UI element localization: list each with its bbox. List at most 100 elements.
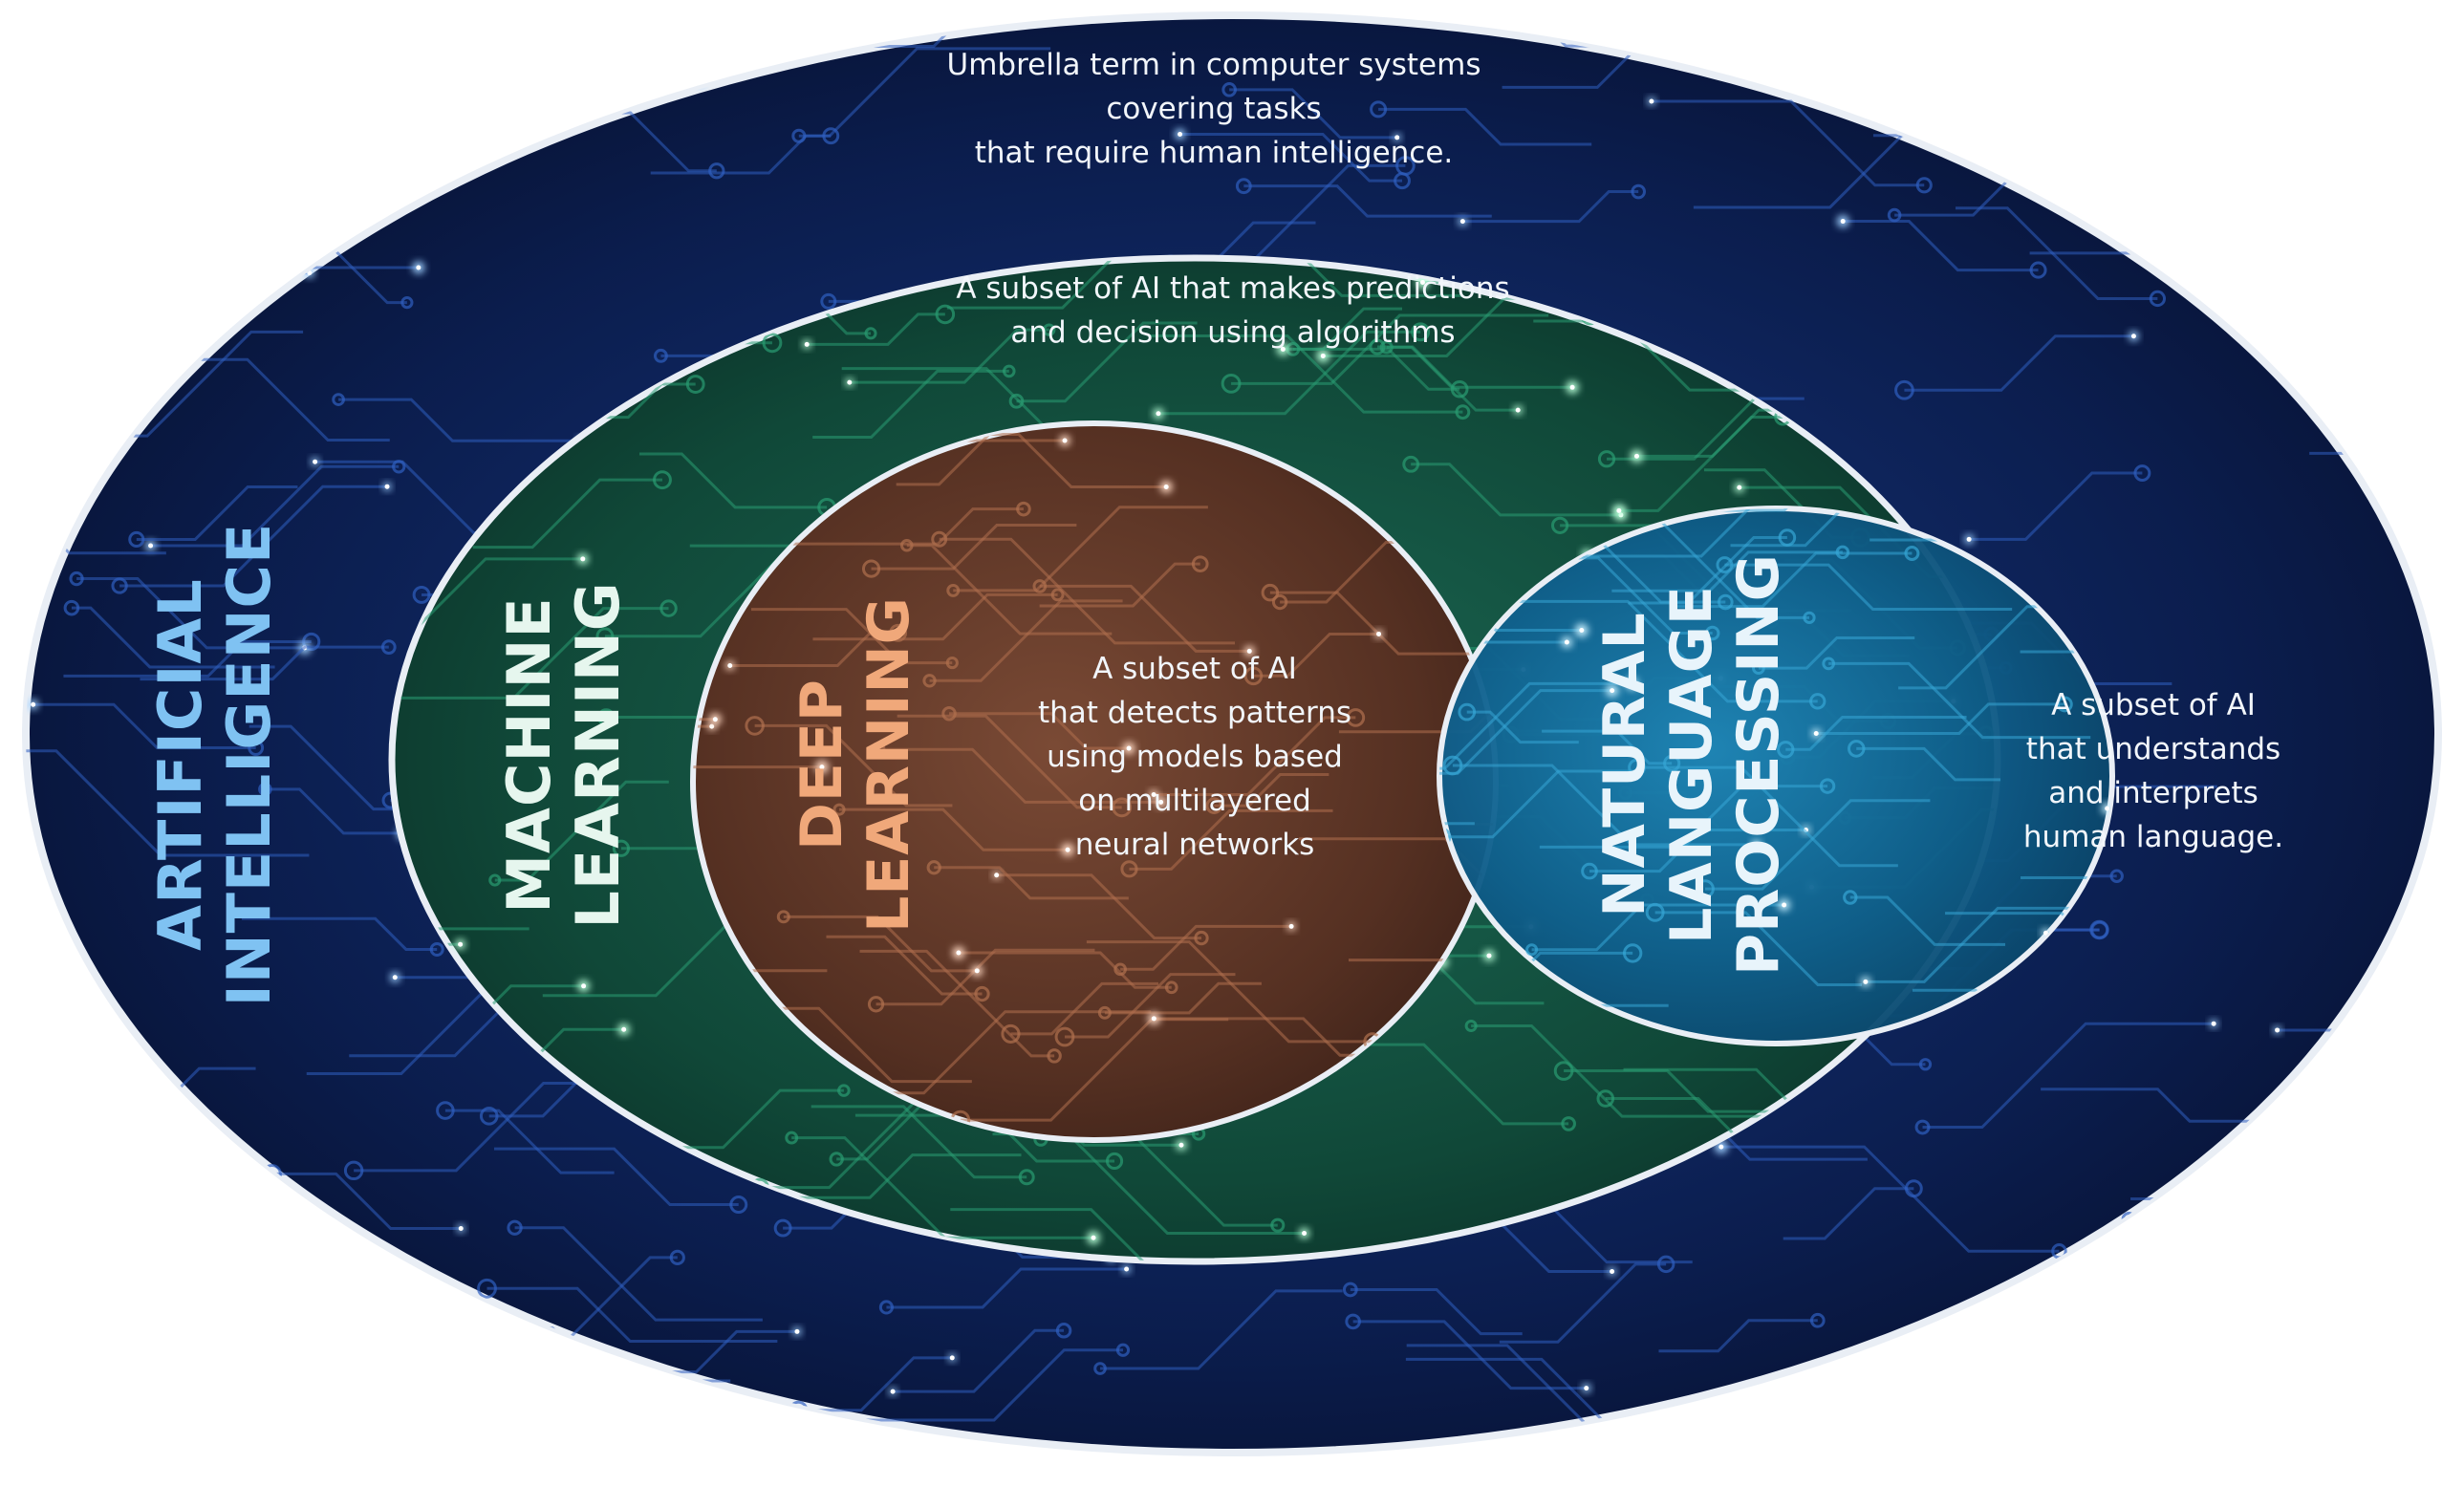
circuit-node [1980, 110, 1995, 125]
ml-title-line-2: LEARNING [563, 581, 633, 928]
circuit-trace [953, 506, 1208, 592]
circuit-node [1050, 588, 1065, 602]
circuit-node [1628, 758, 1646, 777]
circuit-trace [666, 1088, 844, 1150]
circuit-node [1191, 555, 1209, 573]
glow-light-core [413, 1343, 419, 1348]
circuit-trace [1548, 508, 1894, 558]
circuit-trace [2292, 33, 2435, 110]
circuit-node [820, 292, 837, 310]
circuit-trace [1129, 808, 1333, 871]
glow-light-core [384, 484, 390, 489]
circuit-node [1115, 1343, 1131, 1357]
circuit-trace [996, 873, 1201, 940]
circuit-trace [1439, 681, 1632, 770]
circuit-node [2287, 1114, 2302, 1129]
circuit-node [429, 941, 444, 958]
circuit-node [870, 742, 886, 758]
glow-light-core [956, 950, 962, 956]
glow-light-core [1178, 131, 1183, 137]
circuit-node [1016, 501, 1031, 517]
glow-light-core [1158, 799, 1164, 805]
circuit-node [1904, 1179, 1923, 1198]
circuit-node [2159, 28, 2175, 44]
circuit-node [1809, 693, 1826, 710]
circuit-node [2149, 290, 2167, 308]
circuit-trace [1154, 716, 1356, 797]
circuit-node [1002, 364, 1016, 378]
ml-desc-line-1: A subset of AI that makes predictions [956, 271, 1509, 306]
circuit-node [1847, 740, 1866, 758]
circuit-trace [849, 328, 1049, 384]
circuit-trace [392, 845, 530, 931]
circuit-node [1370, 100, 1388, 118]
circuit-node [380, 639, 397, 656]
circuit-trace [1039, 584, 1250, 653]
circuit-node [1235, 178, 1252, 195]
circuit-node [837, 1084, 851, 1097]
circuit-node [69, 571, 84, 587]
circuit-trace [2020, 875, 2112, 947]
glow-light-core [1840, 219, 1846, 225]
circuit-trace [26, 19, 178, 59]
circuit-node [1803, 611, 1816, 624]
dl-desc-line-4: on multilayered [1078, 784, 1311, 818]
circuit-trace [1849, 895, 2006, 946]
glow-light-core [1955, 111, 1960, 117]
glow-light-core [2211, 1021, 2216, 1026]
circuit-trace [859, 949, 1055, 1058]
circuit-trace [1086, 940, 1372, 1044]
circuit-node [2109, 869, 2124, 884]
circuit-trace [1179, 132, 1403, 183]
circuit-trace [392, 557, 583, 663]
circuit-node [2029, 261, 2047, 279]
circuit-node [653, 348, 668, 363]
glow-light-core [2332, 1432, 2338, 1437]
circuit-trace [929, 599, 1123, 682]
circuit-node [66, 426, 85, 445]
circuit-node [392, 1325, 412, 1346]
glow-light [248, 203, 258, 213]
glow-light-core [949, 1355, 955, 1361]
circuit-node [1675, 1482, 1690, 1497]
circuit-node [111, 577, 128, 594]
circuit-trace [494, 780, 669, 882]
circuit-trace [2210, 233, 2434, 334]
circuit-node [1663, 754, 1681, 772]
circuit-node [776, 910, 790, 924]
circuit-trace [32, 702, 256, 750]
nlp-title-line-2: LANGUAGE [1658, 585, 1725, 944]
glow-light-core [1486, 953, 1492, 959]
circuit-node [864, 327, 877, 340]
circuit-trace [271, 1172, 462, 1231]
circuit-node [1112, 797, 1133, 818]
circuit-trace [400, 607, 669, 700]
dl-desc-line-1: A subset of AI [1092, 652, 1297, 686]
ai-desc-line-3: that require human intelligence. [975, 136, 1454, 170]
glow-light-core [1288, 923, 1294, 929]
circuit-trace [939, 537, 1235, 645]
glow-light-core [1629, 680, 1634, 686]
glow-light-core [1126, 745, 1132, 751]
glow-light-core [1863, 979, 1869, 984]
circuit-node [1270, 1217, 1286, 1233]
circuit-node [1093, 1362, 1107, 1375]
circuit-node [1553, 1061, 1574, 1081]
circuit-trace [26, 1173, 108, 1215]
glow-light-core [580, 556, 586, 562]
circuit-trace [71, 606, 275, 669]
circuit-trace [2417, 1205, 2438, 1285]
circuit-trace [1658, 1319, 1818, 1353]
nlp-title-line-3: PROCESSING [1725, 553, 1792, 976]
circuit-trace [811, 1105, 1027, 1179]
glow-light-core [416, 265, 421, 270]
circuit-node [91, 1291, 110, 1310]
nlp-desc-line-3: and interprets [2048, 776, 2259, 810]
circuit-trace [1378, 107, 1592, 146]
circuit-trace [150, 464, 400, 548]
glow-light-core [1062, 438, 1068, 443]
glow-light [173, 53, 183, 62]
glow-light-core [1569, 384, 1575, 390]
circuit-node [1458, 702, 1477, 722]
